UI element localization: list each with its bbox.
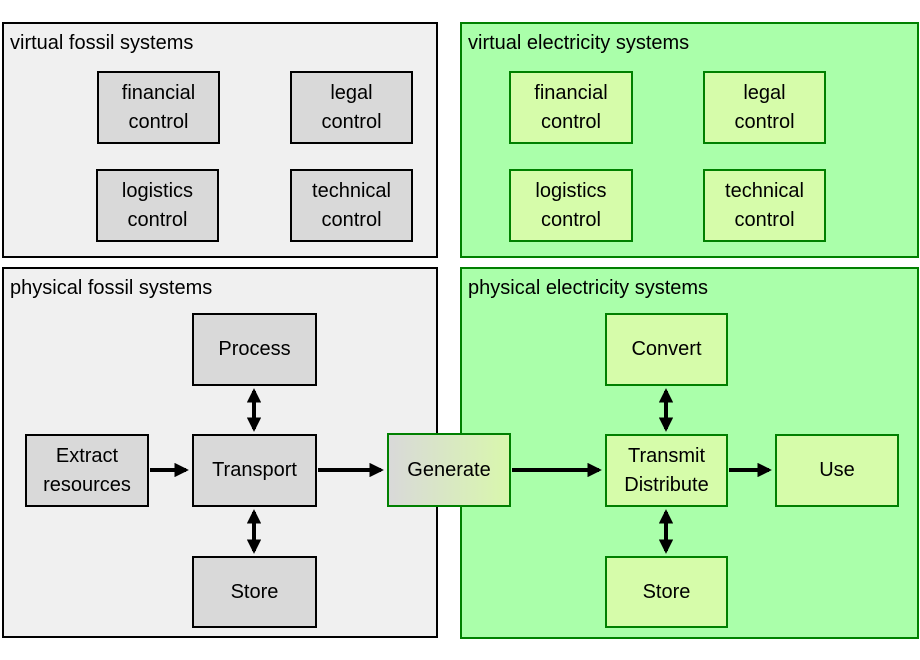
box-transport: Transport xyxy=(192,434,317,507)
box-store-electricity: Store xyxy=(605,556,728,628)
virtual-electricity-title: virtual electricity systems xyxy=(468,32,690,54)
box-virtual-electricity-technical-control: technical control xyxy=(703,169,826,242)
box-extract-resources: Extract resources xyxy=(25,434,149,507)
box-convert: Convert xyxy=(605,313,728,386)
box-use: Use xyxy=(775,434,899,507)
virtual-fossil-title: virtual fossil systems xyxy=(10,32,194,54)
box-generate: Generate xyxy=(387,433,511,507)
box-virtual-electricity-financial-control: financial control xyxy=(509,71,633,144)
box-store-fossil: Store xyxy=(192,556,317,628)
box-virtual-electricity-logistics-control: logistics control xyxy=(509,169,633,242)
box-virtual-fossil-technical-control: technical control xyxy=(290,169,413,242)
physical-electricity-title: physical electricity systems xyxy=(468,277,709,299)
box-virtual-electricity-legal-control: legal control xyxy=(703,71,826,144)
box-virtual-fossil-logistics-control: logistics control xyxy=(96,169,219,242)
box-process: Process xyxy=(192,313,317,386)
box-virtual-fossil-financial-control: financial control xyxy=(97,71,220,144)
box-virtual-fossil-legal-control: legal control xyxy=(290,71,413,144)
physical-fossil-title: physical fossil systems xyxy=(10,277,213,299)
box-transmit-distribute: Transmit Distribute xyxy=(605,434,728,507)
